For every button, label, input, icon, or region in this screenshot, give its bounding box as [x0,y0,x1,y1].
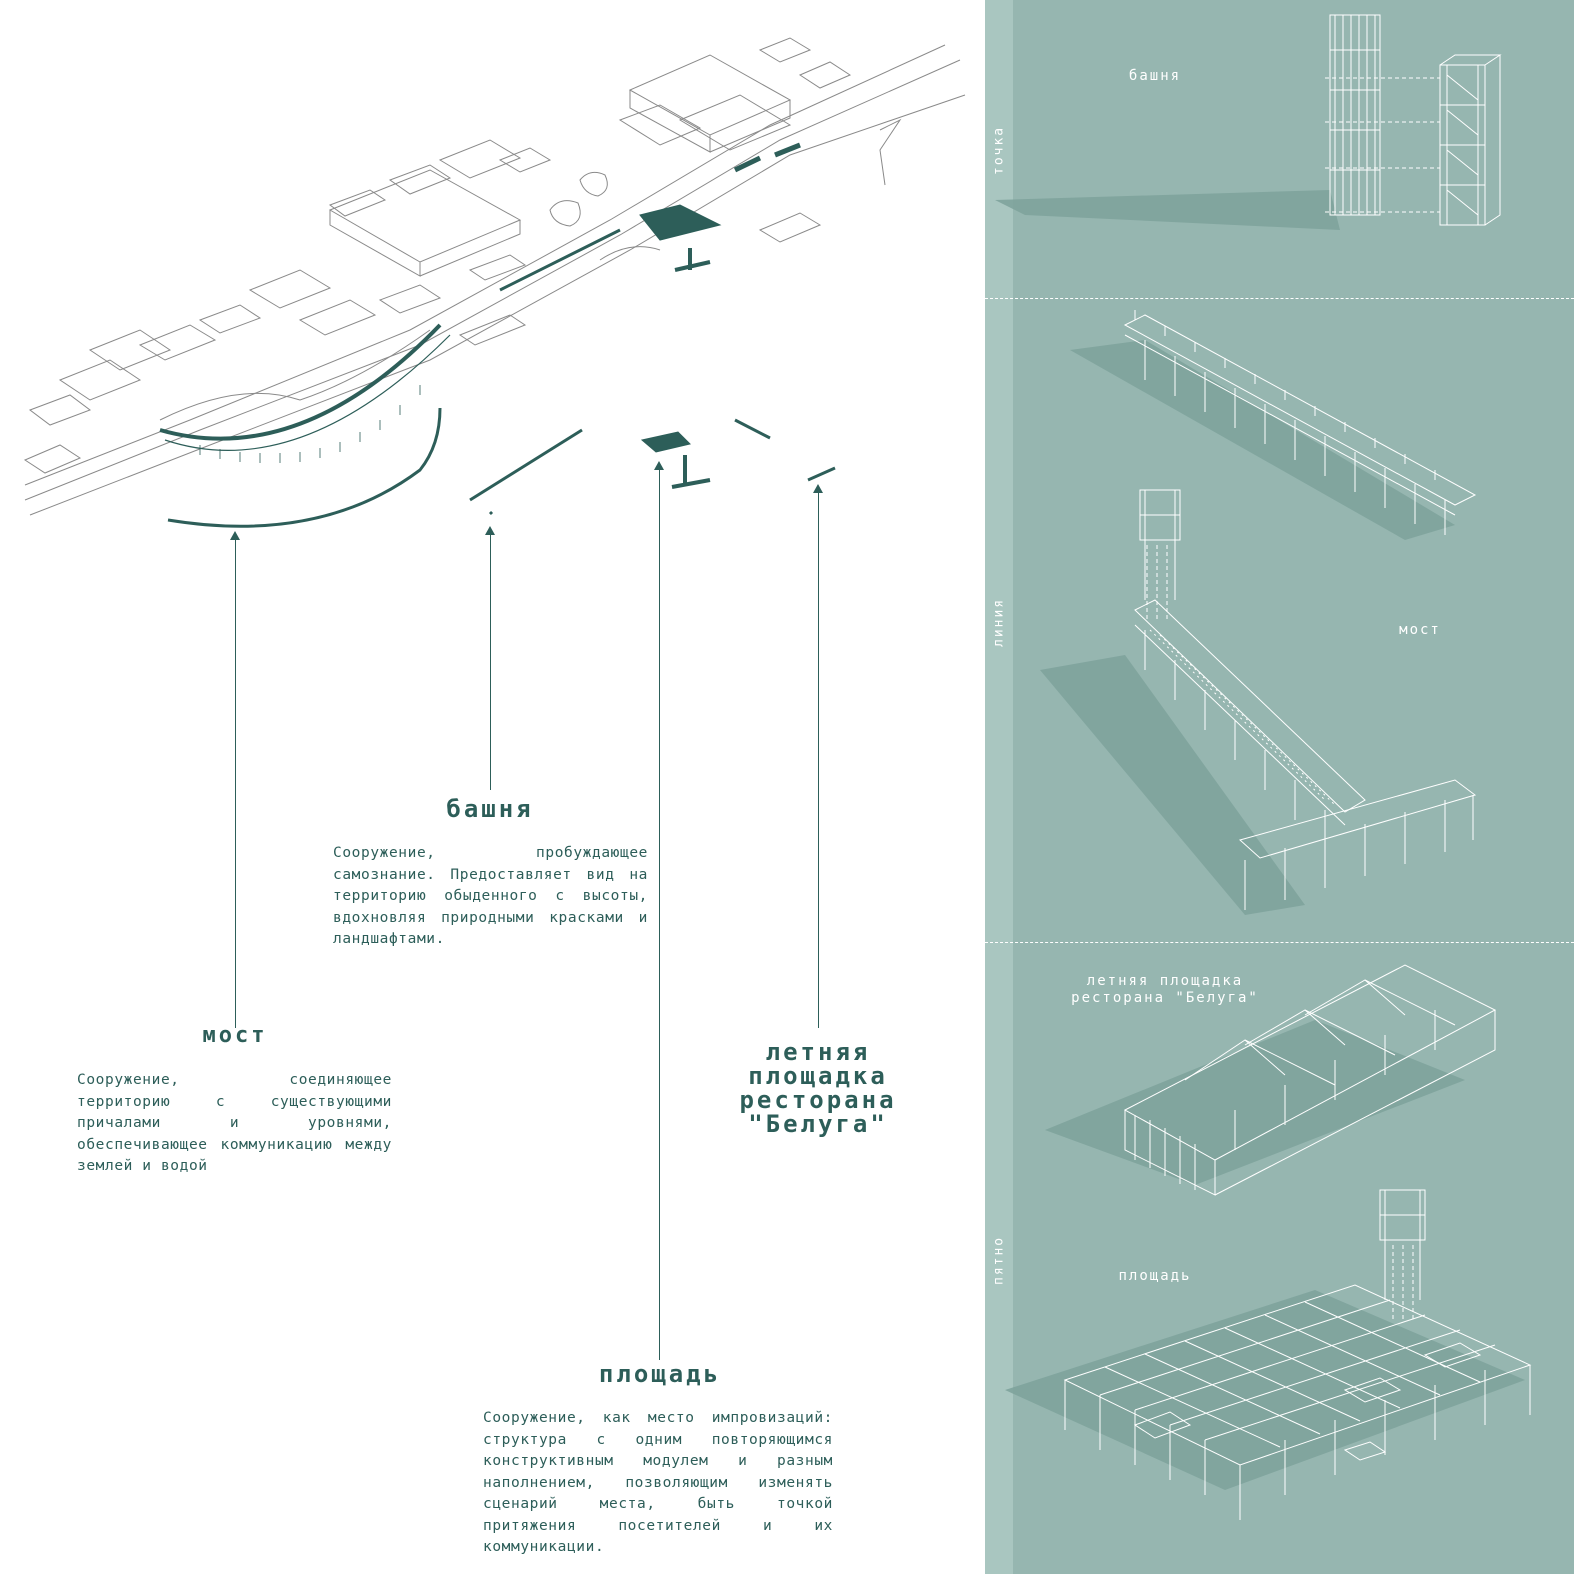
tower-description: Сооружение, пробуждающее самознание. Пре… [333,845,648,947]
terrace-pointer-arrow [813,484,823,493]
structure-axonometrics [995,14,1532,1520]
category-strip [985,0,1013,1574]
square-pointer-arrow [654,461,664,470]
tower-shadow [995,190,1340,230]
square-title: площадь [598,1360,722,1388]
tower-title: башня [446,795,534,823]
bridge-shadow [1070,340,1455,540]
site-plan-area: башня Сооружение, пробуждающее самознани… [23,37,966,1555]
section-divider-1 [985,298,1574,299]
tower-pointer-arrow [485,526,495,535]
panel-label-square: площадь [1118,1268,1192,1284]
terrace-title: летняя площадка ресторана "Белуга" [739,1038,897,1138]
tower-elevation [1325,14,1440,216]
site-axonometric-drawing [23,37,966,528]
bridge-pointer-arrow [230,531,240,540]
bridge-tower-shadow [1040,655,1305,915]
terrace-pointer-line [818,493,819,1028]
bridge-pointer-line [235,540,236,1028]
terrace-structure [1123,964,1497,1196]
square-shadow [1005,1290,1525,1490]
typology-panel: точка линия пятно башня мост летняя площ… [985,0,1574,1574]
square-structure [1063,1189,1532,1520]
panel-label-bridge: мост [1399,622,1441,638]
section-divider-2 [985,942,1574,943]
panel-label-terrace: летняя площадка ресторана "Белуга" [1071,973,1259,1006]
tower-bridge-structure [1134,489,1477,910]
tower-section [1439,54,1502,226]
bridge-structure [1123,310,1477,535]
bridge-description: Сооружение, соединяющее территорию с сущ… [77,1072,392,1174]
square-pointer-line [659,470,660,1360]
square-description: Сооружение, как место импровизаций: стру… [483,1410,833,1555]
bridge-title: мост [202,1023,268,1048]
panel-label-tower: башня [1128,68,1182,84]
tower-pointer-line [490,535,491,790]
